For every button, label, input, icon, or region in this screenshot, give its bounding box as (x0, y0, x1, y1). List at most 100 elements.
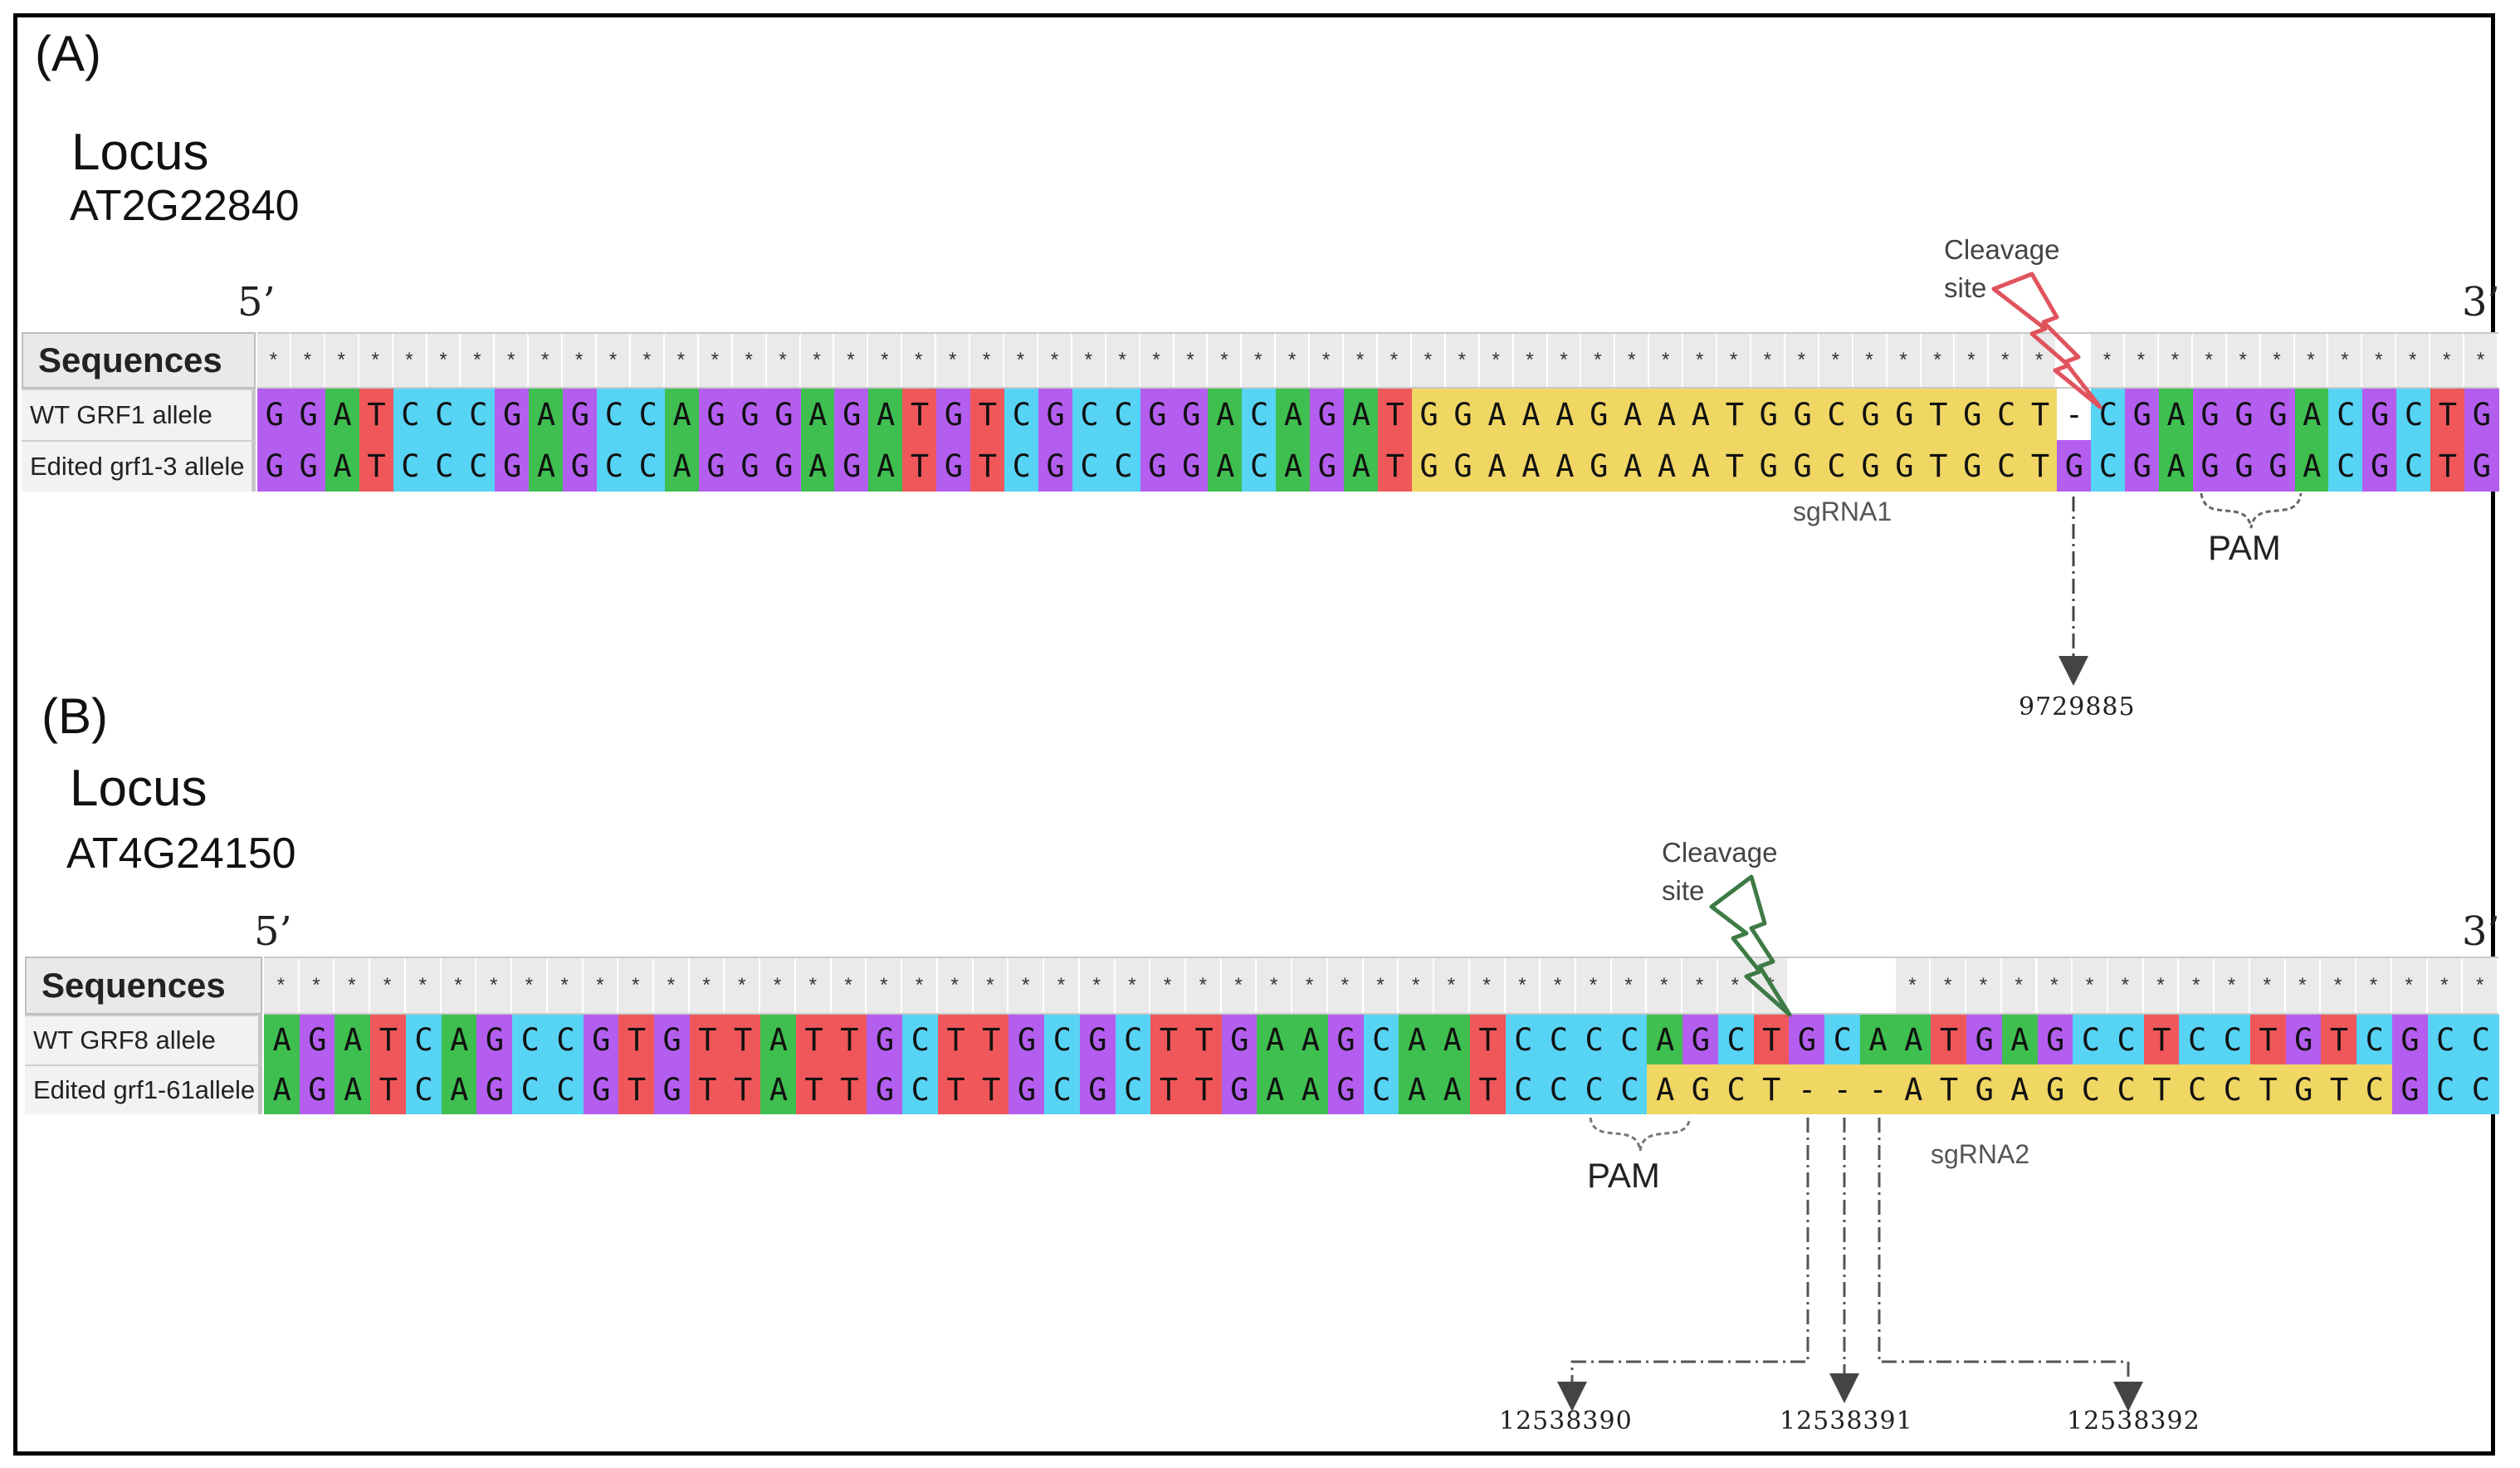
panel-b-sequences-header: Sequences (25, 957, 262, 1015)
panel-b-row-2-base: - (1824, 1064, 1861, 1114)
panel-a-conservation-mark: * (1004, 334, 1038, 387)
panel-b-row-2-base: G (2391, 1064, 2429, 1114)
panel-a-row-1-base: G (2226, 389, 2262, 440)
panel-a-row-1-base: C (1106, 389, 1141, 440)
panel-b-conservation-mark: * (476, 958, 513, 1013)
panel-a-row-1-base: G (1411, 389, 1447, 440)
panel-b-conservation-mark: * (1079, 958, 1116, 1013)
panel-b-conservation-mark: * (1044, 958, 1080, 1013)
panel-b-row-2-base: C (2179, 1064, 2215, 1114)
panel-a-conservation-mark: * (800, 334, 835, 387)
panel-a-row-1-base: A (1615, 389, 1650, 440)
panel-a-conservation-mark: * (563, 334, 598, 387)
panel-b-conservation-mark: * (1115, 958, 1151, 1013)
panel-b-conservation-mark: * (1221, 958, 1258, 1013)
panel-a-locus-id: AT2G22840 (70, 182, 300, 230)
panel-b-row-1-base: T (370, 1015, 407, 1064)
panel-a-row-1-base: C (461, 389, 496, 440)
panel-b-row-1-base: G (1327, 1015, 1365, 1064)
panel-a-row-1-base: - (2057, 389, 2092, 440)
panel-a-locus-word: Locus (71, 124, 209, 181)
panel-b-conservation-mark: * (831, 958, 867, 1013)
panel-b-row-2-base: C (1611, 1064, 1648, 1114)
panel-a-cleavage-label-2: site (1944, 272, 1987, 303)
panel-b-row-1-base: T (2321, 1015, 2357, 1064)
panel-b-row-1-base: T (618, 1015, 655, 1064)
panel-b-row-2-base: T (973, 1064, 1009, 1114)
panel-b-sgrna-label: sgRNA2 (1931, 1139, 2030, 1169)
panel-b-row-1-base: G (583, 1015, 619, 1064)
panel-a-conservation-mark: * (664, 334, 699, 387)
panel-a-row-1-base: T (2023, 389, 2058, 440)
panel-b-row-1-base: T (2143, 1015, 2181, 1064)
panel-b-coordinate-leader-3 (1878, 1118, 2143, 1412)
panel-a-row-2-base: G (257, 440, 292, 492)
panel-b-row-2-base: T (1753, 1064, 1790, 1114)
panel-a-conservation-mark: * (1310, 334, 1345, 387)
panel-b-row-1-base: A (760, 1015, 797, 1064)
panel-a-conservation-mark: * (1819, 334, 1853, 387)
panel-b-conservation-mark: * (795, 958, 832, 1013)
panel-b-row-1-base: A (1895, 1015, 1932, 1064)
panel-b-conservation-mark: * (973, 958, 1009, 1013)
panel-a-conservation-mark: * (766, 334, 801, 387)
panel-b-row-1-base: C (1717, 1015, 1755, 1064)
panel-b-row-2-base: T (2143, 1064, 2181, 1114)
panel-a-conservation-mark: * (1683, 334, 1718, 387)
panel-a-conservation-mark: * (1717, 334, 1751, 387)
panel-a-row-2-base: A (1513, 440, 1549, 492)
panel-a-row-1-base: T (1717, 389, 1752, 440)
panel-b-conservation-mark: * (867, 958, 903, 1013)
panel-a-row-2-base: T (2023, 440, 2058, 492)
panel-b-row-2-base: T (725, 1064, 761, 1114)
panel-b-row-2-base: C (2463, 1064, 2499, 1114)
panel-b-row-1-base: T (1185, 1015, 1223, 1064)
panel-a-conservation-mark: * (1479, 334, 1514, 387)
panel-b-conservation-mark: * (2073, 958, 2108, 1013)
panel-b-row-1-base: G (1682, 1015, 1719, 1064)
panel-a-conservation-mark: * (1106, 334, 1140, 387)
panel-b-row-1-base: C (2215, 1015, 2251, 1064)
panel-b-row-1-base: T (1753, 1015, 1790, 1064)
panel-b-conservation-mark: * (1292, 958, 1328, 1013)
panel-b-row-1-base: A (335, 1015, 371, 1064)
panel-b-row-2-base: T (937, 1064, 974, 1114)
panel-a-conservation-mark: * (1581, 334, 1616, 387)
panel-a-row-2-base: A (800, 440, 836, 492)
panel-a-row-1-base: A (1649, 389, 1684, 440)
panel-a-row-1-base: G (1310, 389, 1345, 440)
panel-a-row-2-base: A (1276, 440, 1311, 492)
panel-b-row-2-base: G (1682, 1064, 1719, 1114)
panel-a-row-1-base: T (359, 389, 394, 440)
panel-a-conservation-mark: * (732, 334, 767, 387)
panel-a-conservation-mark: * (1276, 334, 1311, 387)
panel-a-row-2-base: G (2192, 440, 2228, 492)
panel-a-conservation-mark: * (1411, 334, 1446, 387)
panel-a-conservation-mark: * (461, 334, 496, 387)
panel-a-row-2-base: T (359, 440, 394, 492)
panel-b-row-2-base: C (405, 1064, 442, 1114)
panel-a-row-2-base: G (1955, 440, 1990, 492)
panel-b-row-1-base: G (1789, 1015, 1825, 1064)
panel-b-conservation-mark: * (654, 958, 690, 1013)
panel-a-row-1-base: G (1751, 389, 1786, 440)
panel-a-conservation-mark: * (1140, 334, 1175, 387)
panel-a-row-1-base: T (1921, 389, 1956, 440)
panel-a-conservation-mark: * (2396, 334, 2431, 387)
panel-b-row-1-base: G (867, 1015, 903, 1064)
panel-b-row-1-base: T (1469, 1015, 1507, 1064)
panel-b-row-1-base: C (1611, 1015, 1648, 1064)
panel-a-row-1-base: G (2192, 389, 2228, 440)
panel-a-conservation-mark: * (291, 334, 325, 387)
panel-a-row-2-base: C (631, 440, 666, 492)
panel-b-locus-id: AT4G24150 (66, 829, 296, 878)
panel-b-row-1-base: T (973, 1015, 1009, 1064)
panel-a-conservation-mark: * (868, 334, 903, 387)
panel-a-row-1-base: G (1853, 389, 1888, 440)
panel-a-row-1-base: T (2430, 389, 2465, 440)
panel-a-row-1-base: A (1208, 389, 1243, 440)
panel-b-row-1-base: C (2073, 1015, 2109, 1064)
panel-b-conservation-mark: * (1576, 958, 1612, 1013)
panel-b-row-2-base: G (1079, 1064, 1116, 1114)
panel-a-conservation-mark: * (1344, 334, 1378, 387)
